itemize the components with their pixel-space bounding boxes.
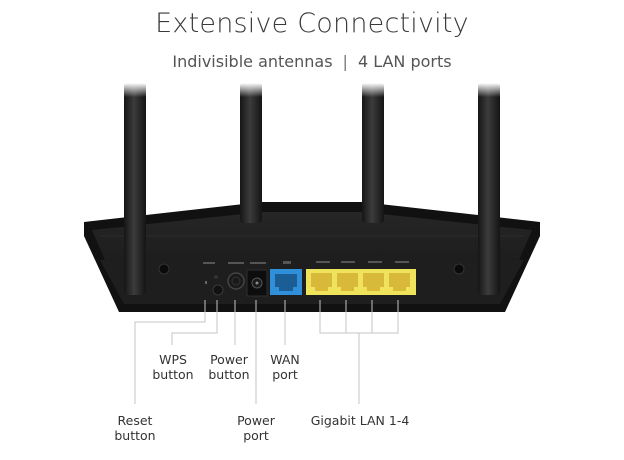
subtitle-antennas: Indivisible antennas [172, 52, 333, 71]
lan-port-1-icon [311, 273, 332, 291]
antenna-2-icon [240, 83, 262, 223]
antennas [124, 83, 500, 295]
lan-port-2-icon [337, 273, 358, 291]
page-subtitle: Indivisible antennas | 4 LAN ports [0, 52, 624, 71]
screw-right [453, 263, 465, 275]
lan-port-4-icon [389, 273, 410, 291]
router-body [84, 202, 540, 312]
antenna-4-icon [478, 83, 500, 295]
subtitle-lan-ports: 4 LAN ports [357, 52, 452, 71]
callout-reset-button: Reset button [114, 413, 156, 443]
callout-power-button: Power button [208, 352, 250, 382]
wps-button-icon [212, 284, 224, 296]
callout-gigabit-lan: Gigabit LAN 1-4 [310, 413, 410, 428]
subtitle-separator: | [342, 52, 348, 71]
callout-wan-port: WAN port [270, 352, 300, 382]
lan-port-3-icon [363, 273, 384, 291]
screw-left [158, 263, 170, 275]
callout-wps-button: WPS button [152, 352, 194, 382]
antenna-1-icon [124, 83, 146, 295]
page-title: Extensive Connectivity [155, 8, 469, 39]
callout-power-port: Power port [237, 413, 275, 443]
ports-panel [203, 261, 416, 297]
power-button-icon [227, 272, 245, 290]
callout-leader-lines [134, 300, 399, 404]
antenna-3-icon [362, 83, 384, 223]
reset-hole-icon [205, 281, 207, 284]
wps-led-icon [214, 275, 218, 279]
